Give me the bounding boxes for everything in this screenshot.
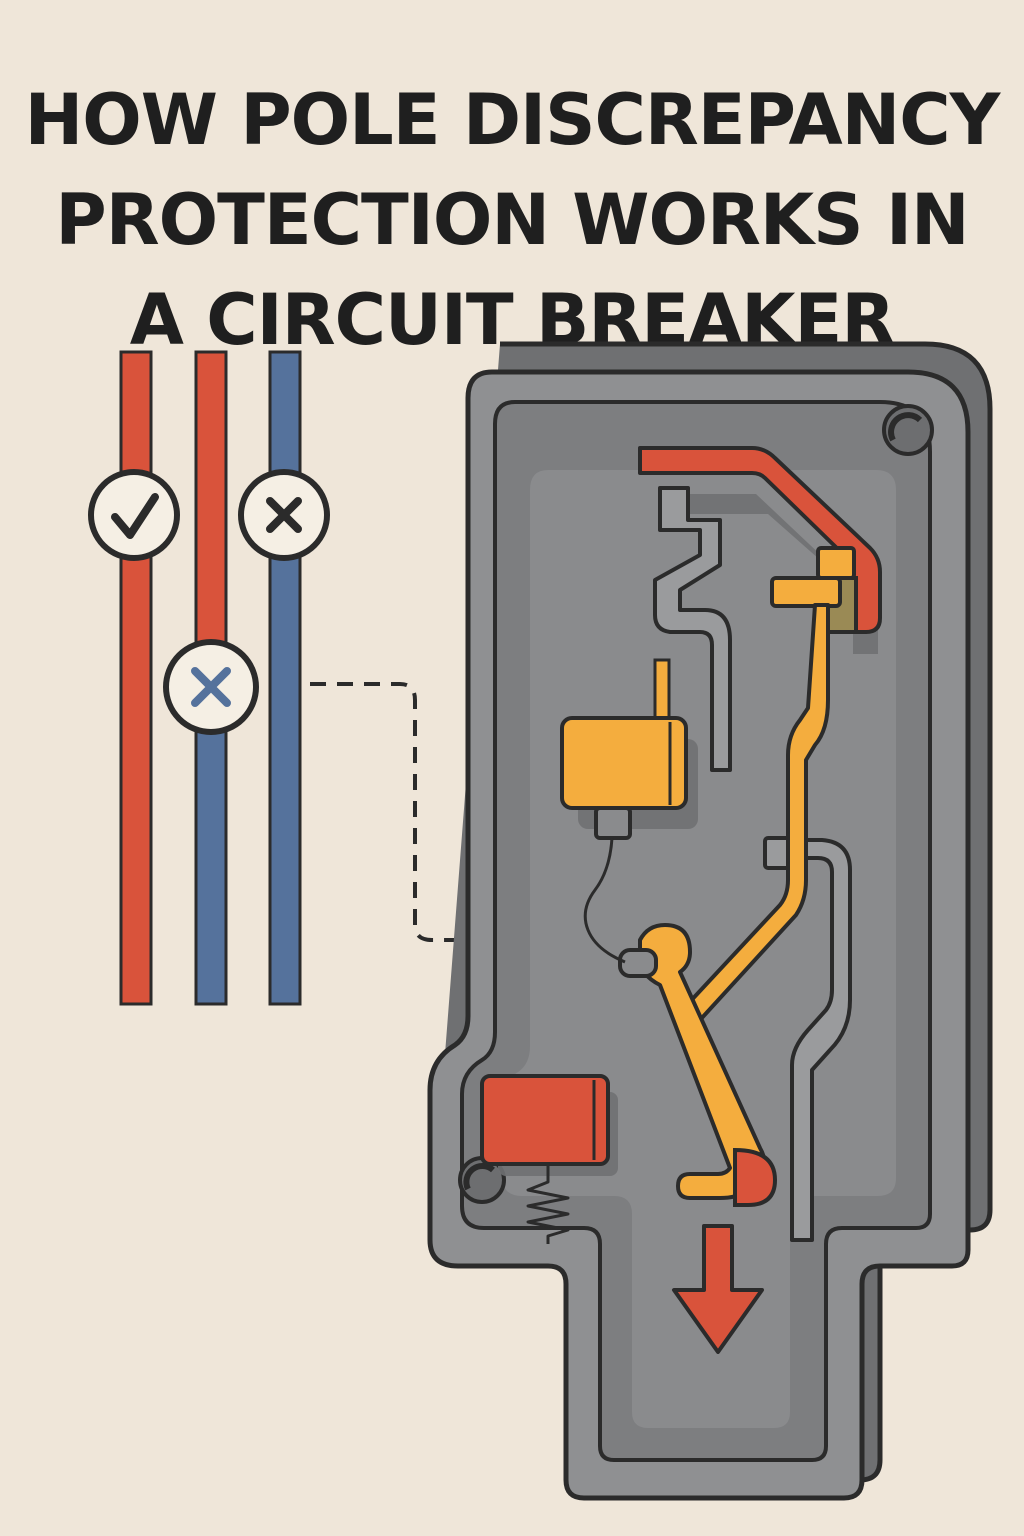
- fixed-contact-arm: [653, 486, 732, 772]
- rail-clip: [763, 836, 791, 870]
- contact-tip: [816, 546, 856, 580]
- guide-rail: [778, 838, 852, 1242]
- pole-1-conductor: [119, 350, 153, 1006]
- auxiliary-relay: [560, 716, 688, 964]
- pole-3-indicator: [238, 469, 330, 561]
- title-line-2: PROTECTION WORKS IN: [55, 179, 969, 261]
- pole-2-indicator: [163, 639, 259, 735]
- contact-crossbar: [770, 576, 842, 608]
- arrow-down-icon: [672, 1224, 764, 1354]
- breaker-mechanism: [480, 446, 882, 1354]
- pivot-pin: [618, 948, 658, 978]
- screw-icon: [458, 1156, 506, 1204]
- page-title: HOW POLE DISCREPANCY PROTECTION WORKS IN…: [0, 70, 1024, 370]
- pole-3-conductor: [268, 350, 302, 1006]
- screw-icon: [882, 404, 934, 456]
- cross-icon: [266, 497, 302, 533]
- check-icon: [111, 493, 159, 539]
- trip-coil: [480, 1074, 610, 1166]
- spring-icon: [526, 1164, 570, 1244]
- cross-icon: [191, 667, 231, 707]
- pole-2-conductor-upper: [194, 350, 228, 684]
- phase-conductors: [119, 350, 302, 1006]
- trip-lever-base: [733, 1147, 778, 1207]
- pole-1-indicator: [88, 469, 180, 561]
- title-line-1: HOW POLE DISCREPANCY: [24, 79, 1001, 161]
